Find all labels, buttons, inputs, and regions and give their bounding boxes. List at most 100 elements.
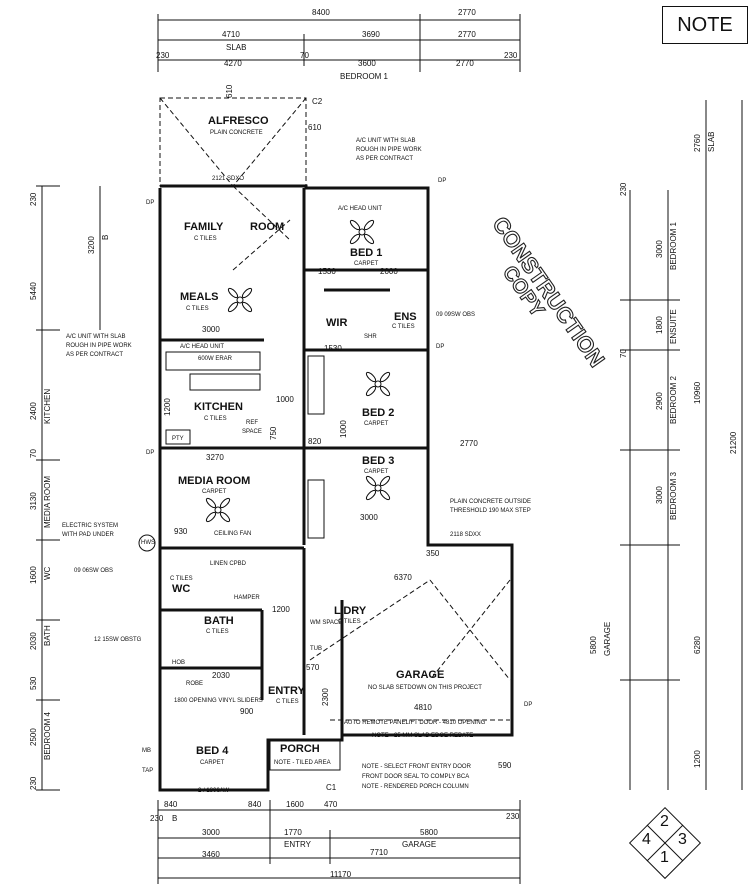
- label-acw2: ROUGH IN PIPE WORK: [66, 343, 132, 349]
- idim-2300: 2300: [321, 688, 330, 706]
- bdim-7710: 7710: [370, 848, 388, 857]
- bdim-b: B: [172, 814, 178, 823]
- rdim-bed2: BEDROOM 2: [669, 375, 678, 424]
- label-ref: REF: [246, 420, 258, 426]
- rdim-bed3: BEDROOM 3: [669, 471, 678, 520]
- label-ac1: A/C UNIT WITH SLAB: [356, 138, 416, 144]
- ldim-bath: BATH: [43, 625, 52, 646]
- idim-2030: 2030: [212, 671, 230, 680]
- room-alfresco-sub: PLAIN CONCRETE: [210, 130, 263, 136]
- rdim-slab: SLAB: [707, 131, 716, 152]
- label-ceiling: CEILING FAN: [214, 531, 252, 537]
- rdim-3000b: 3000: [655, 486, 664, 504]
- label-dp-5: DP: [524, 702, 533, 708]
- room-bed2-sub: CARPET: [364, 421, 389, 427]
- label-dp-1: DP: [146, 200, 155, 206]
- ldim-2500: 2500: [29, 728, 38, 746]
- room-wir: WIR: [326, 317, 348, 329]
- room-family-sub: C TILES: [194, 236, 217, 242]
- ldim-b: B: [101, 234, 110, 240]
- room-family: FAMILY: [184, 221, 224, 233]
- ceiling-fan-icon: [205, 497, 231, 523]
- label-obs2: 09 06SW OBS: [74, 568, 114, 574]
- ldim-media: MEDIA ROOM: [43, 475, 52, 528]
- dim-r2-b: 3690: [362, 30, 380, 39]
- dim-overall: 8400: [312, 8, 330, 17]
- label-sdxo1: 2121 SDXO: [212, 176, 245, 182]
- label-achead-kitchen: A/C HEAD UNIT: [180, 344, 225, 350]
- bdim-1600: 1600: [286, 800, 304, 809]
- idim-1530b: 1530: [324, 344, 342, 353]
- room-porch: PORCH: [280, 743, 320, 755]
- room-kitchen-sub: C TILES: [204, 416, 227, 422]
- label-ac2: ROUGH IN PIPE WORK: [356, 147, 422, 153]
- bdim-840b: 840: [248, 800, 262, 809]
- label-tub: TUB: [310, 646, 322, 652]
- label-hws: HWS: [141, 540, 155, 546]
- ceiling-fan-icon: [227, 287, 253, 313]
- room-robe-bed4: ROBE: [186, 681, 204, 687]
- note-box: NOTE: [662, 6, 748, 44]
- rdim-230: 230: [619, 182, 628, 196]
- rdim-ens: ENSUITE: [669, 309, 678, 344]
- idim-590: 590: [498, 761, 512, 770]
- label-elec1: ELECTRIC SYSTEM: [62, 523, 119, 529]
- ldim-530: 530: [29, 676, 38, 690]
- dim-r3-c: 70: [300, 51, 309, 60]
- dim-r3-a: 230: [156, 51, 170, 60]
- ldim-3200: 3200: [87, 236, 96, 254]
- ldim-3130: 3130: [29, 492, 38, 510]
- label-vinyl: 1800 OPENING VINYL SLIDERS: [174, 698, 263, 704]
- rdim-5800: 5800: [589, 636, 598, 654]
- room-meals: MEALS: [180, 291, 219, 303]
- ldim-230a: 230: [29, 192, 38, 206]
- bdim-230: 230: [150, 814, 164, 823]
- rdim-1200: 1200: [693, 750, 702, 768]
- bdim-garage: GARAGE: [402, 840, 437, 849]
- room-bed3-sub: CARPET: [364, 469, 389, 475]
- idim-3000b: 3000: [360, 513, 378, 522]
- label-plain1: PLAIN CONCRETE OUTSIDE: [450, 499, 532, 505]
- label-slab-note: NOTE - 25 MM SLAB EDGE REBATE: [372, 733, 474, 739]
- label-obs1: 09 09SW OBS: [436, 312, 476, 318]
- room-bed2: BED 2: [362, 407, 395, 419]
- label-c1: C1: [326, 783, 337, 792]
- ldim-230b: 230: [29, 776, 38, 790]
- label-wm: WM SPACE: [310, 620, 343, 626]
- label-rangehood: 600W ERAR: [198, 356, 233, 362]
- dim-r2-slab: SLAB: [226, 43, 247, 52]
- idim-1200: 1200: [163, 398, 172, 416]
- room-ldry: L'DRY: [334, 605, 367, 617]
- idim-4810: 4810: [414, 703, 432, 712]
- bdim-230r: 230: [506, 812, 520, 821]
- room-hamper: HAMPER: [234, 595, 260, 601]
- ldim-2030: 2030: [29, 632, 38, 650]
- rdim-2900: 2900: [655, 392, 664, 410]
- room-linen: LINEN CPBD: [210, 561, 247, 567]
- idim-570: 570: [306, 663, 320, 672]
- label-pty: PTY: [172, 436, 184, 442]
- room-kitchen: KITCHEN: [194, 401, 243, 413]
- bdim-3000: 3000: [202, 828, 220, 837]
- room-entry: ENTRY: [268, 685, 305, 697]
- rdim-70: 70: [619, 349, 628, 358]
- dim-r2-a: 4710: [222, 30, 240, 39]
- room-bed4: BED 4: [196, 745, 229, 757]
- idim-2770: 2770: [460, 439, 478, 448]
- label-note2: FRONT DOOR SEAL TO COMPLY BCA: [362, 774, 470, 780]
- room-bath: BATH: [204, 615, 234, 627]
- rdim-2760: 2760: [693, 134, 702, 152]
- rdim-6280: 6280: [693, 636, 702, 654]
- room-garage: GARAGE: [396, 669, 445, 681]
- room-wc: WC: [172, 583, 191, 595]
- label-note1: NOTE - SELECT FRONT ENTRY DOOR: [362, 764, 471, 770]
- label-plain2: THRESHOLD 190 MAX STEP: [450, 508, 531, 514]
- label-aw: 2 / 1806AW: [198, 788, 230, 794]
- idim-1000a: 1000: [276, 395, 294, 404]
- rdim-10960: 10960: [693, 381, 702, 404]
- bdim-1770: 1770: [284, 828, 302, 837]
- room-ens-sub: C TILES: [392, 324, 415, 330]
- bdim-5800: 5800: [420, 828, 438, 837]
- room-media: MEDIA ROOM: [178, 475, 251, 487]
- idim-930: 930: [174, 527, 188, 536]
